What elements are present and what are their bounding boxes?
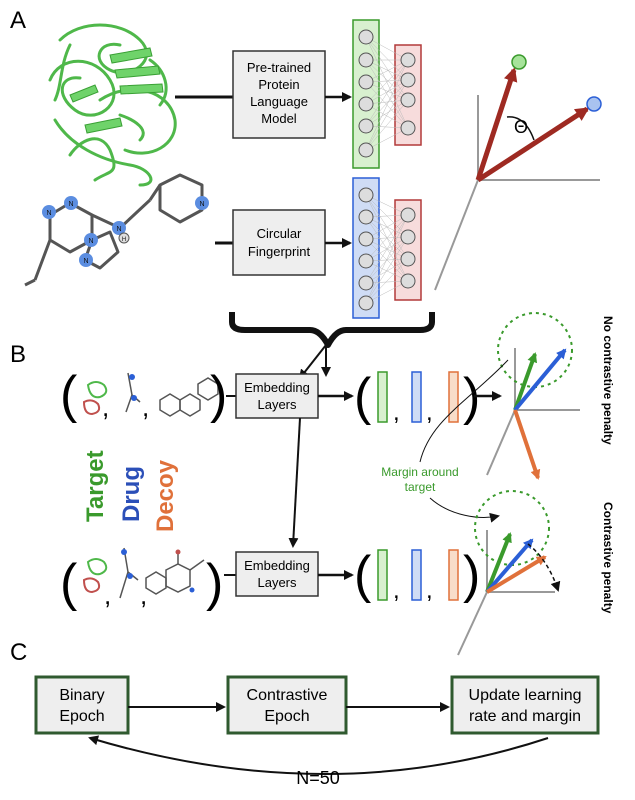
svg-text:): ) xyxy=(210,366,227,424)
target-vector xyxy=(475,67,518,181)
contrastive-epoch-box xyxy=(226,675,348,735)
input-tuple-bottom: ( , , ) xyxy=(60,547,223,612)
svg-text:(: ( xyxy=(60,366,78,424)
plm-label-3: Language xyxy=(250,94,308,109)
tuple-drug-thumb-top xyxy=(125,372,141,413)
fp-label-2: Fingerprint xyxy=(248,244,311,259)
svg-text:N: N xyxy=(199,201,204,208)
embedding-label-top-1: Embedding xyxy=(244,380,310,395)
svg-text:N: N xyxy=(68,201,73,208)
target-point xyxy=(511,54,527,70)
loop-label: N=50 xyxy=(296,768,340,788)
plm-box xyxy=(232,50,326,139)
tuple-protein-thumb-top xyxy=(82,381,108,416)
svg-text:,: , xyxy=(140,580,147,610)
loop-back-arrow xyxy=(88,735,549,775)
embedding-label-bottom-1: Embedding xyxy=(244,558,310,573)
brace-to-top-embedding xyxy=(298,344,327,380)
margin-callout-top xyxy=(419,359,509,463)
panel-label-a: A xyxy=(10,7,26,34)
svg-text:,: , xyxy=(426,399,433,426)
svg-text:,: , xyxy=(102,392,109,422)
panel-label-b: B xyxy=(10,341,26,368)
svg-text:(: ( xyxy=(60,554,78,612)
binary-epoch-label-1: Binary xyxy=(59,687,104,704)
embedding-box-top xyxy=(235,373,319,419)
update-box xyxy=(450,675,600,735)
drug-vector xyxy=(476,106,590,183)
protein-beta-sheets xyxy=(69,47,164,134)
margin-label-2: target xyxy=(405,480,436,494)
svg-text:): ) xyxy=(206,554,223,612)
tuple-decoy-thumb-top xyxy=(159,377,219,417)
svg-text:N: N xyxy=(46,210,51,217)
contrastive-epoch-label-2: Epoch xyxy=(264,708,309,725)
svg-text:): ) xyxy=(463,546,480,604)
atom-letters: N N N N N N H xyxy=(46,201,204,265)
embedding-label-top-2: Layers xyxy=(257,397,297,412)
merge-brace xyxy=(229,312,435,348)
panel-label-c: C xyxy=(10,639,27,666)
embedding-label-bottom-2: Layers xyxy=(257,575,297,590)
svg-text:,: , xyxy=(142,392,149,422)
svg-text:,: , xyxy=(104,580,111,610)
drug-point xyxy=(586,96,602,112)
update-label-2: rate and margin xyxy=(469,708,581,725)
margin-annotation: Margin around target xyxy=(381,465,458,494)
plm-label-4: Model xyxy=(261,111,297,126)
svg-text:N: N xyxy=(116,226,121,233)
embedding-top-to-bottom-arrow xyxy=(288,417,301,548)
svg-text:): ) xyxy=(463,368,480,426)
fp-box xyxy=(232,209,326,276)
margin-circle-top xyxy=(497,312,573,388)
svg-text:,: , xyxy=(393,577,400,604)
embedding-space-no-penalty xyxy=(486,312,580,480)
vector-tuple-bottom: ( , , ) xyxy=(354,546,480,604)
embedding-box-bottom xyxy=(235,551,319,597)
contrastive-epoch-label-1: Contrastive xyxy=(247,687,328,704)
nitrogen-atoms xyxy=(42,196,209,267)
legend-target: Target xyxy=(82,450,109,522)
binary-epoch-box xyxy=(34,675,130,735)
svg-text:H: H xyxy=(122,237,126,243)
protein-structure-illustration xyxy=(48,23,177,187)
svg-text:,: , xyxy=(393,399,400,426)
svg-text:N: N xyxy=(83,258,88,265)
svg-text:(: ( xyxy=(354,546,372,604)
side-label-no-penalty: No contrastive penalty xyxy=(601,316,615,445)
tuple-decoy-thumb-bottom xyxy=(145,549,205,595)
plm-label-1: Pre-trained xyxy=(247,60,311,75)
margin-callout-bottom xyxy=(429,497,500,523)
legend-decoy: Decoy xyxy=(152,459,179,532)
protein-neural-network xyxy=(352,19,422,169)
input-tuple-top: ( , , ) xyxy=(60,366,227,424)
vector-tuple-top: ( , , ) xyxy=(354,368,480,426)
embedding-space-penalty xyxy=(457,490,561,656)
update-label-1: Update learning xyxy=(469,687,582,704)
binary-epoch-label-2: Epoch xyxy=(59,708,104,725)
tuple-protein-thumb-bottom xyxy=(82,558,108,594)
embedding-space-a: Θ xyxy=(434,54,602,291)
theta-label: Θ xyxy=(514,117,528,137)
side-label-penalty: Contrastive penalty xyxy=(601,502,615,614)
svg-text:(: ( xyxy=(354,368,372,426)
tuple-drug-thumb-bottom xyxy=(119,547,139,599)
svg-text:,: , xyxy=(426,577,433,604)
margin-label-1: Margin around xyxy=(381,465,458,479)
molecule-neural-network xyxy=(352,177,422,319)
legend-drug: Drug xyxy=(118,466,145,522)
fp-label-1: Circular xyxy=(257,226,302,241)
plm-label-2: Protein xyxy=(258,77,299,92)
svg-text:N: N xyxy=(88,238,93,245)
legend: Target Drug Decoy xyxy=(82,450,179,532)
